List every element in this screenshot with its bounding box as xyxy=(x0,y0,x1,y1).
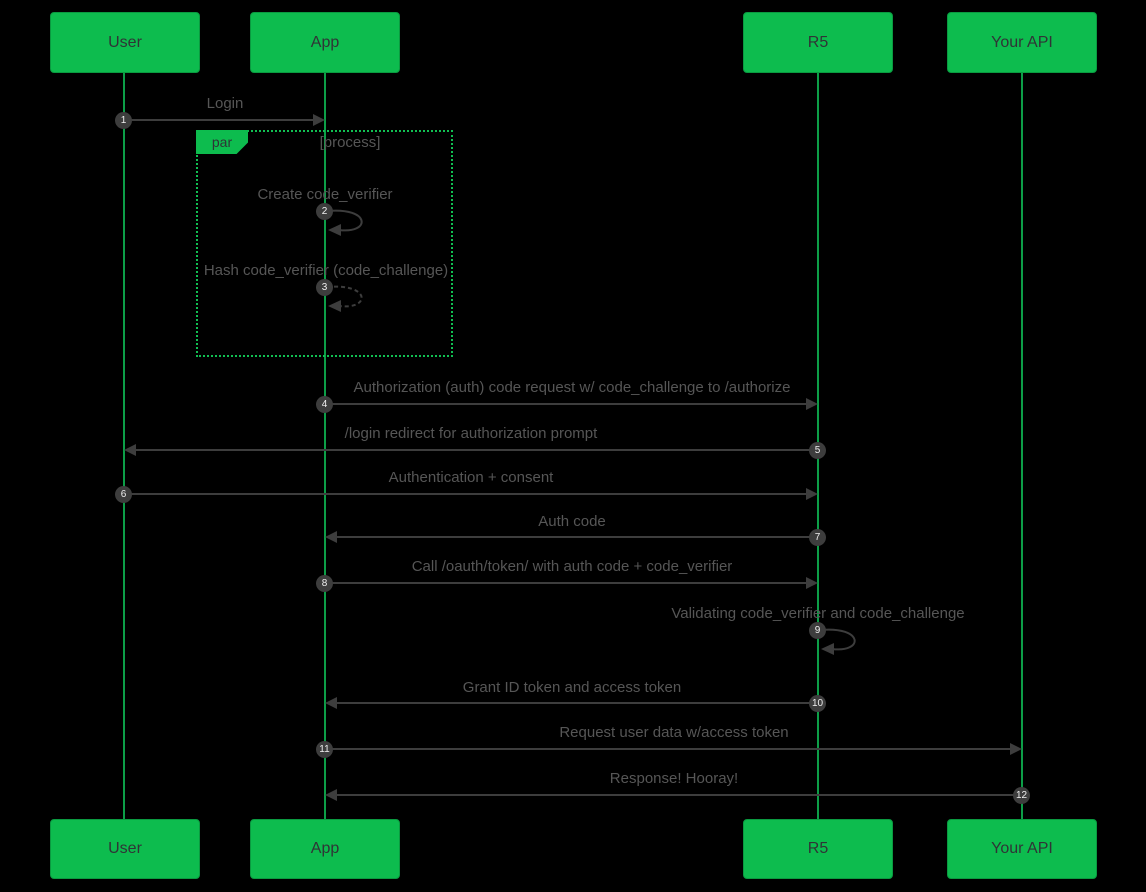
arrowhead-icon xyxy=(806,577,818,589)
sequence-number-badge: 9 xyxy=(809,622,826,639)
arrowhead-icon xyxy=(325,531,337,543)
arrowhead-icon xyxy=(1010,743,1022,755)
actor-box-your-api-bottom: Your API xyxy=(947,819,1097,879)
actor-box-r5-top: R5 xyxy=(743,12,893,73)
lifeline-your-api xyxy=(1021,73,1023,819)
actor-label: App xyxy=(310,840,340,857)
lifeline-app xyxy=(324,73,326,819)
message-line xyxy=(335,536,818,538)
actor-label: App xyxy=(310,33,340,51)
arrowhead-icon xyxy=(821,643,834,655)
arrowhead-icon xyxy=(806,488,818,500)
sequence-number-badge: 2 xyxy=(316,203,333,220)
actor-box-your-api-top: Your API xyxy=(947,12,1097,73)
message-line xyxy=(325,748,1012,750)
message-label: Call /oauth/token/ with auth code + code… xyxy=(411,558,733,575)
sequence-number-badge: 6 xyxy=(115,486,132,503)
self-loop-arrow xyxy=(326,285,363,312)
self-loop-arrow xyxy=(326,209,363,236)
actor-box-r5-bottom: R5 xyxy=(743,819,893,879)
message-line xyxy=(134,449,818,451)
arrowhead-icon xyxy=(124,444,136,456)
arrowhead-icon xyxy=(806,398,818,410)
message-label: Authentication + consent xyxy=(388,469,554,486)
message-label: Hash code_verifier (code_challenge) xyxy=(203,262,449,279)
message-line xyxy=(124,119,315,121)
actor-box-app-top: App xyxy=(250,12,400,73)
message-label: Authorization (auth) code request w/ cod… xyxy=(353,379,791,396)
arrowhead-icon xyxy=(325,697,337,709)
sequence-number-badge: 8 xyxy=(316,575,333,592)
sequence-number-badge: 7 xyxy=(809,529,826,546)
actor-label: R5 xyxy=(807,33,829,51)
actor-box-user-bottom: User xyxy=(50,819,200,879)
message-label: Request user data w/access token xyxy=(559,724,789,741)
message-label: /login redirect for authorization prompt xyxy=(344,425,598,442)
par-fragment-box xyxy=(196,130,453,357)
sequence-number-badge: 12 xyxy=(1013,787,1030,804)
sequence-number-badge: 5 xyxy=(809,442,826,459)
message-line xyxy=(325,582,808,584)
actor-label: User xyxy=(108,840,142,857)
par-fragment-guard: [process] xyxy=(319,134,381,151)
par-fragment-label: par xyxy=(211,134,233,150)
actor-label: Your API xyxy=(991,840,1053,857)
actor-label: User xyxy=(108,33,142,51)
arrowhead-icon xyxy=(313,114,325,126)
actor-box-app-bottom: App xyxy=(250,819,400,879)
sequence-number-badge: 10 xyxy=(809,695,826,712)
message-line xyxy=(124,493,808,495)
actor-box-user-top: User xyxy=(50,12,200,73)
message-label: Response! Hooray! xyxy=(609,770,739,787)
message-label: Create code_verifier xyxy=(257,186,393,203)
message-line xyxy=(325,403,808,405)
par-fragment-tab: par xyxy=(196,130,248,154)
actor-label: R5 xyxy=(807,840,829,857)
message-line xyxy=(335,794,1022,796)
arrowhead-icon xyxy=(328,224,341,236)
sequence-number-badge: 4 xyxy=(316,396,333,413)
message-label: Validating code_verifier and code_challe… xyxy=(671,605,965,622)
arrowhead-icon xyxy=(325,789,337,801)
sequence-number-badge: 3 xyxy=(316,279,333,296)
message-line xyxy=(335,702,818,704)
actor-label: Your API xyxy=(991,33,1053,51)
arrowhead-icon xyxy=(328,300,341,312)
self-loop-arrow xyxy=(819,628,856,655)
message-label: Login xyxy=(206,95,244,112)
message-label: Grant ID token and access token xyxy=(462,679,682,696)
sequence-number-badge: 11 xyxy=(316,741,333,758)
message-label: Auth code xyxy=(538,513,606,530)
sequence-number-badge: 1 xyxy=(115,112,132,129)
